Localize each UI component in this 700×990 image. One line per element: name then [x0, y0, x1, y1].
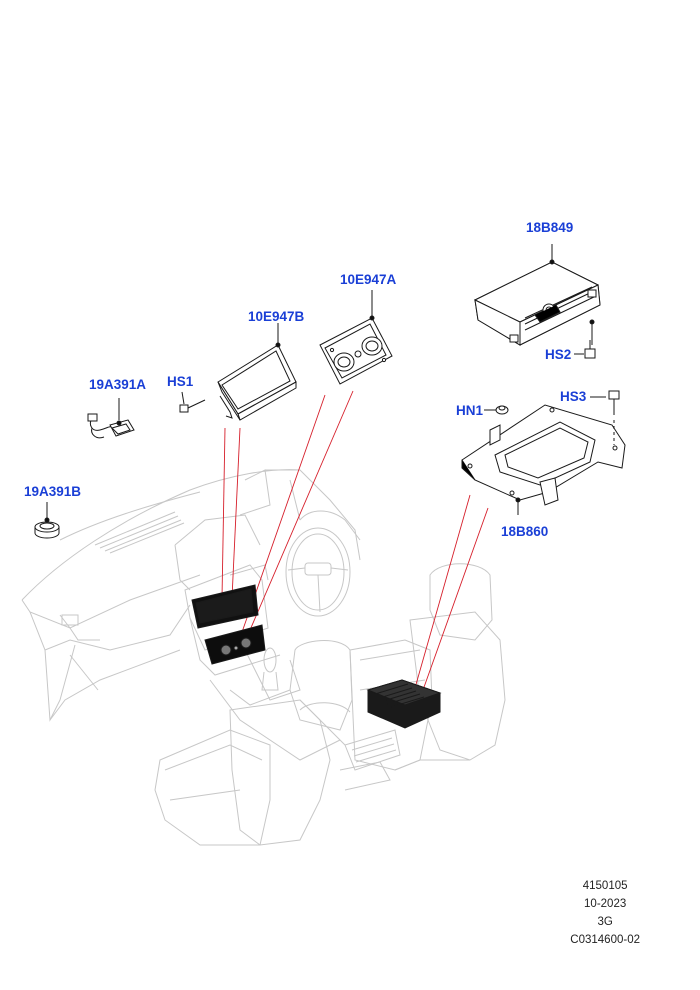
part-10e947b-display — [217, 323, 297, 421]
callout-18b860[interactable]: 18B860 — [501, 524, 549, 539]
reference-code: 3G — [597, 916, 613, 928]
part-18b849-amplifier — [473, 244, 601, 346]
vehicle-interior-outline — [21, 469, 506, 846]
amplifier-under-seat — [366, 679, 442, 729]
reference-date: 10-2023 — [584, 898, 627, 910]
part-hn1-nut — [484, 405, 509, 415]
callout-19a391a[interactable]: 19A391A — [89, 377, 147, 392]
part-10e947a-control-panel — [319, 290, 393, 385]
callout-hs1[interactable]: HS1 — [167, 374, 194, 389]
control-panel-in-console — [204, 624, 266, 665]
callout-hs2[interactable]: HS2 — [545, 347, 572, 362]
part-19a391a-harness — [87, 398, 135, 439]
part-18b860-bracket — [461, 404, 626, 515]
part-hs3-bolt — [590, 390, 620, 445]
illustration-id: C0314600-02 — [570, 934, 640, 946]
callout-18b849[interactable]: 18B849 — [526, 220, 574, 235]
callout-10e947a[interactable]: 10E947A — [340, 272, 397, 287]
part-hs1-screw — [179, 391, 206, 413]
callout-10e947b[interactable]: 10E947B — [248, 309, 305, 324]
part-19a391b-speaker — [34, 502, 60, 539]
part-hs2-bolt — [574, 340, 596, 359]
display-in-dashboard — [191, 584, 259, 629]
callout-hs3[interactable]: HS3 — [560, 389, 587, 404]
reference-number: 4150105 — [582, 880, 628, 892]
diagram-reference-block: 4150105 10-2023 3G C0314600-02 — [570, 877, 640, 949]
callout-19a391b[interactable]: 19A391B — [24, 484, 82, 499]
callout-hn1[interactable]: HN1 — [456, 403, 484, 418]
